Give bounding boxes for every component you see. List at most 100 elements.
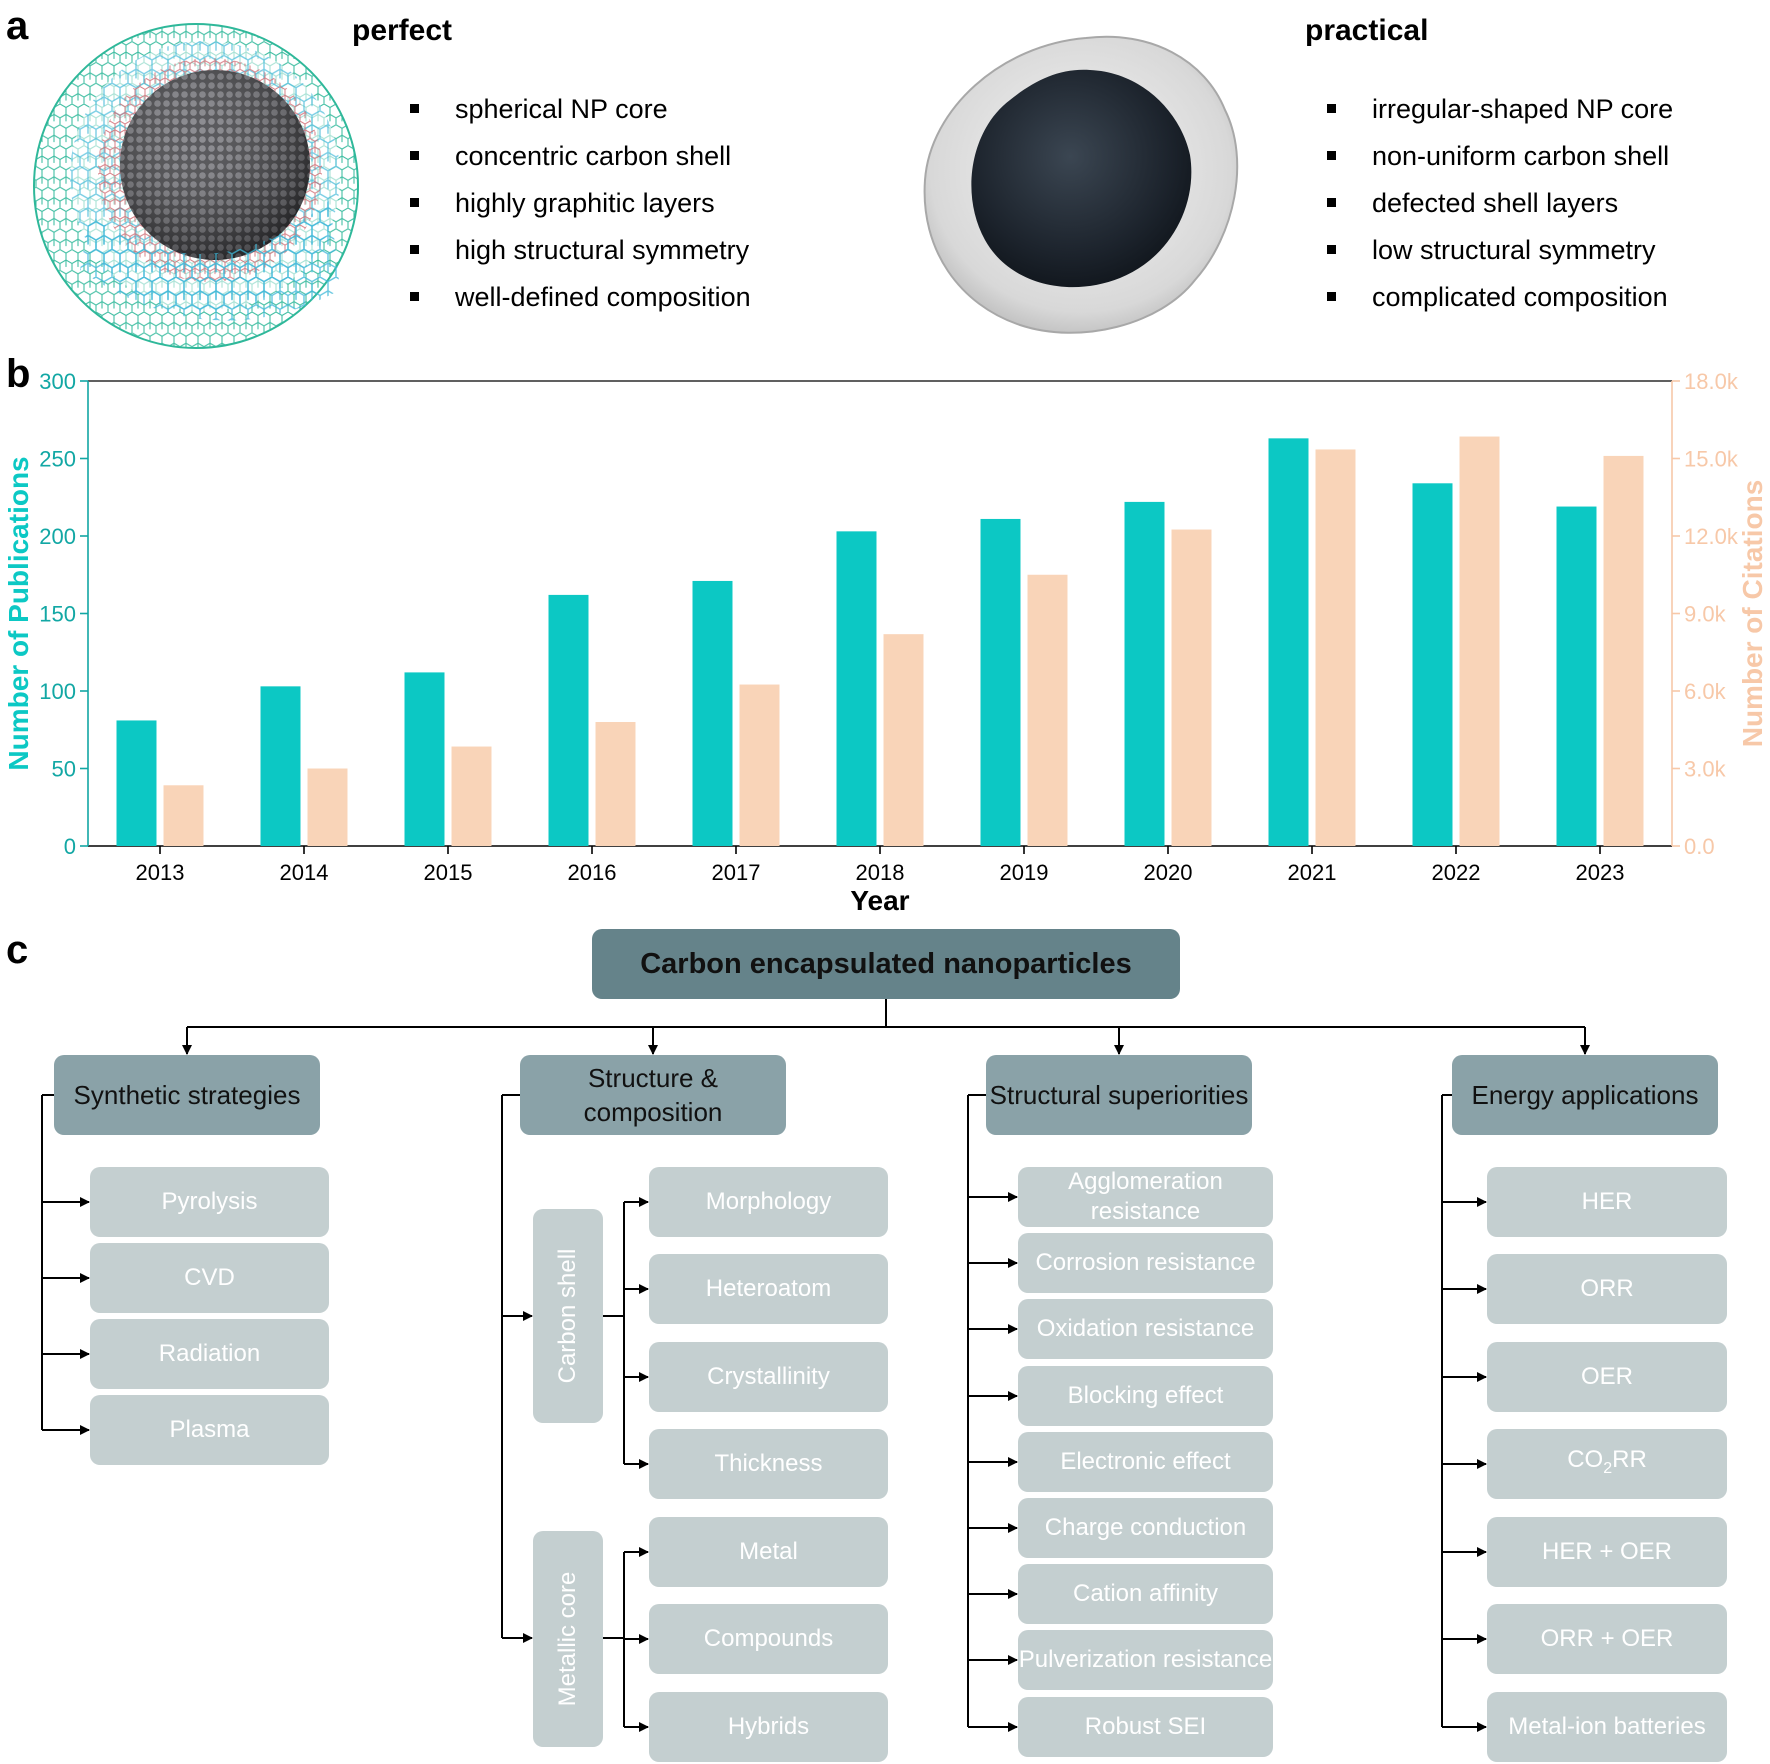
root-title: Carbon encapsulated nanoparticles xyxy=(640,947,1132,980)
leaf-label: Crystallinity xyxy=(707,1363,830,1390)
leaf-orr: ORR xyxy=(1487,1254,1727,1324)
leaf-label: CVD xyxy=(184,1264,235,1291)
group-metallic-core: Metallic core xyxy=(533,1531,603,1747)
panel-label-a: a xyxy=(6,4,29,48)
leaf-plasma: Plasma xyxy=(90,1395,329,1465)
leaf-compounds: Compounds xyxy=(649,1604,888,1674)
x-tick-label: 2014 xyxy=(280,860,329,885)
leaf-label: Pulverization resistance xyxy=(1018,1646,1273,1673)
practical-nanoparticle-illustration xyxy=(923,35,1239,334)
panel-label-b: b xyxy=(6,352,31,396)
left-tick-label: 100 xyxy=(39,679,76,704)
leaf-her-oer: HER + OER xyxy=(1487,1517,1727,1587)
publications-bar xyxy=(836,531,877,846)
bullet-square-icon xyxy=(410,198,419,207)
right-tick-label: 12.0k xyxy=(1684,524,1739,549)
left-tick-label: 250 xyxy=(39,447,76,472)
leaf-label: Thickness xyxy=(714,1450,823,1477)
leaf-label: CO2RR xyxy=(1567,1445,1647,1477)
bullet-square-icon xyxy=(1327,292,1336,301)
right-tick-label: 0.0 xyxy=(1684,834,1715,859)
bullet-square-icon xyxy=(1327,151,1336,160)
publications-bar xyxy=(1412,483,1453,846)
category-label: Structural superiorities xyxy=(989,1080,1249,1110)
citations-bar xyxy=(307,768,348,846)
leaf-label: Plasma xyxy=(169,1416,250,1443)
leaf-label: Metal xyxy=(739,1538,798,1565)
left-tick-label: 0 xyxy=(64,834,76,859)
category-energy-applications: Energy applications xyxy=(1452,1055,1718,1135)
category-label: Structure & composition xyxy=(583,1063,723,1127)
right-tick-label: 3.0k xyxy=(1684,757,1727,782)
leaf-label: Agglomeration resistance xyxy=(1068,1168,1223,1225)
category-label: Energy applications xyxy=(1471,1080,1699,1110)
citations-bar xyxy=(1459,436,1500,846)
publications-bar xyxy=(1268,438,1309,846)
publications-bar xyxy=(1124,501,1165,846)
leaf-heteroatom: Heteroatom xyxy=(649,1254,888,1324)
leaf-crystallinity: Crystallinity xyxy=(649,1342,888,1412)
leaf-label: Charge conduction xyxy=(1044,1514,1247,1541)
leaf-label: OER xyxy=(1580,1363,1633,1390)
leaf-label: Corrosion resistance xyxy=(1035,1249,1256,1276)
group-carbon-shell: Carbon shell xyxy=(533,1209,603,1423)
bullet-square-icon xyxy=(410,292,419,301)
publications-bar xyxy=(404,672,445,846)
leaf-cation-affinity: Cation affinity xyxy=(1018,1564,1273,1624)
x-tick-label: 2021 xyxy=(1288,860,1337,885)
leaf-label: Cation affinity xyxy=(1073,1580,1218,1607)
leaf-label: ORR + OER xyxy=(1540,1625,1674,1652)
leaf-label: ORR xyxy=(1580,1275,1634,1302)
x-tick-label: 2022 xyxy=(1432,860,1481,885)
leaf-pyrolysis: Pyrolysis xyxy=(90,1167,329,1237)
citations-bar xyxy=(883,634,924,846)
leaf-blocking-effect: Blocking effect xyxy=(1018,1366,1273,1426)
publications-bar xyxy=(116,720,157,846)
citations-bar xyxy=(1027,574,1068,846)
left-tick-label: 150 xyxy=(39,602,76,627)
x-tick-label: 2016 xyxy=(568,860,617,885)
bullet-square-icon xyxy=(410,104,419,113)
left-tick-label: 300 xyxy=(39,369,76,394)
category-structural-superiorities: Structural superiorities xyxy=(986,1055,1252,1135)
leaf-morphology: Morphology xyxy=(649,1167,888,1237)
leaf-robust-sei: Robust SEI xyxy=(1018,1697,1273,1757)
leaf-label: Electronic effect xyxy=(1060,1448,1231,1475)
leaf-agglomeration-resistance: Agglomeration resistance xyxy=(1018,1167,1273,1227)
x-tick-label: 2015 xyxy=(424,860,473,885)
root-box: Carbon encapsulated nanoparticles xyxy=(592,929,1180,999)
leaf-oer: OER xyxy=(1487,1342,1727,1412)
leaf-oxidation-resistance: Oxidation resistance xyxy=(1018,1299,1273,1359)
panel-label-c: c xyxy=(6,928,29,972)
publications-bar xyxy=(692,580,733,846)
leaf-charge-conduction: Charge conduction xyxy=(1018,1498,1273,1558)
category-synthetic-strategies: Synthetic strategies xyxy=(54,1055,320,1135)
leaf-metal-ion-batteries: Metal-ion batteries xyxy=(1487,1692,1727,1762)
leaf-her: HER xyxy=(1487,1167,1727,1237)
right-tick-label: 15.0k xyxy=(1684,447,1739,472)
left-axis-title: Number of Publications xyxy=(3,456,34,770)
publications-bar xyxy=(548,594,589,846)
citations-bar xyxy=(1603,455,1644,846)
left-tick-label: 200 xyxy=(39,524,76,549)
right-tick-label: 18.0k xyxy=(1684,369,1739,394)
leaf-label: Radiation xyxy=(158,1340,261,1367)
leaf-label: Pyrolysis xyxy=(161,1188,258,1215)
citations-bar xyxy=(163,785,204,846)
x-axis-title: Year xyxy=(850,885,909,916)
leaf-thickness: Thickness xyxy=(649,1429,888,1499)
leaf-orr-oer: ORR + OER xyxy=(1487,1604,1727,1674)
category-structure-composition: Structure & composition xyxy=(520,1055,786,1135)
leaf-label: Blocking effect xyxy=(1067,1382,1224,1409)
x-tick-label: 2019 xyxy=(1000,860,1049,885)
leaf-cvd: CVD xyxy=(90,1243,329,1313)
bullet-square-icon xyxy=(1327,198,1336,207)
group-label: Metallic core xyxy=(554,1571,581,1707)
publications-bar xyxy=(260,686,301,846)
bullet-square-icon xyxy=(1327,245,1336,254)
perfect-nanoparticle-illustration xyxy=(33,23,359,349)
bullet-square-icon xyxy=(1327,104,1336,113)
bullet-square-icon xyxy=(410,151,419,160)
leaf-label: Hybrids xyxy=(727,1713,810,1740)
practical-heading: practical xyxy=(1305,14,1429,47)
